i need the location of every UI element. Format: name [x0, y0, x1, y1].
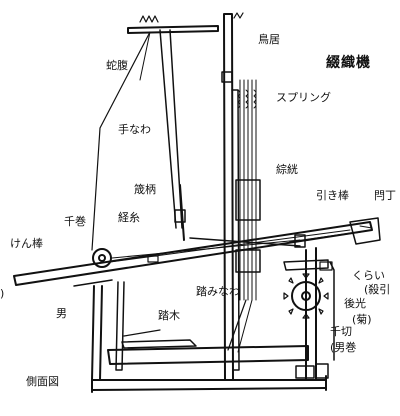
- label-keiito: 経糸: [118, 211, 140, 224]
- label-jabara: 蛇腹: [106, 59, 128, 72]
- label-spring: スプリング: [276, 91, 331, 104]
- main-sloped-beam: [13, 221, 373, 286]
- label-chimaki: 千巻: [64, 215, 86, 228]
- warp-beam-roller: [92, 248, 112, 268]
- label-fumiki: 踏木: [158, 309, 180, 322]
- bottom-frame: [107, 345, 309, 365]
- label-hikibou: 引き棒: [316, 189, 349, 202]
- heddle-lines: [239, 79, 257, 301]
- jabara-frame: [159, 29, 177, 229]
- top-beam: [127, 25, 219, 34]
- torii-post: [223, 13, 234, 381]
- label-fumi-nawa: 踏みなわ: [196, 285, 240, 298]
- top-zigzag: [139, 15, 159, 23]
- label-left-edge: ): [0, 287, 5, 300]
- label-soukou: 綜絖: [276, 163, 298, 176]
- label-kenbou: けん棒: [10, 237, 43, 250]
- left-leg: [91, 285, 103, 381]
- hand-cord: [91, 31, 151, 251]
- label-koukou: 後光: [344, 297, 366, 310]
- label-koukou-sub: (菊): [352, 313, 372, 326]
- label-chigiri-sub: (男巻: [330, 341, 357, 354]
- reed-handle: [179, 184, 185, 241]
- treadle: [121, 339, 197, 349]
- label-tenawa: 手なわ: [118, 123, 151, 136]
- label-torii: 鳥居: [258, 33, 280, 46]
- pull-rod: [189, 237, 301, 247]
- diagram-title: 綴織機: [326, 55, 371, 71]
- label-kurai-sub: (殺引: [364, 283, 391, 296]
- kurai-member: [283, 259, 329, 271]
- label-chigiri: 千切: [330, 325, 352, 338]
- spring-coils: [237, 89, 257, 109]
- label-otoko: 男: [56, 307, 67, 320]
- label-agemaki: 閂丁: [374, 189, 396, 202]
- label-sokabe: 筬柄: [134, 183, 156, 196]
- warp-threads: [109, 229, 351, 263]
- treadle-cord: [227, 299, 247, 351]
- label-sokumenzu: 側面図: [26, 375, 59, 388]
- label-kurai: くらい: [352, 269, 385, 282]
- cloth-beam-gear: [283, 273, 329, 319]
